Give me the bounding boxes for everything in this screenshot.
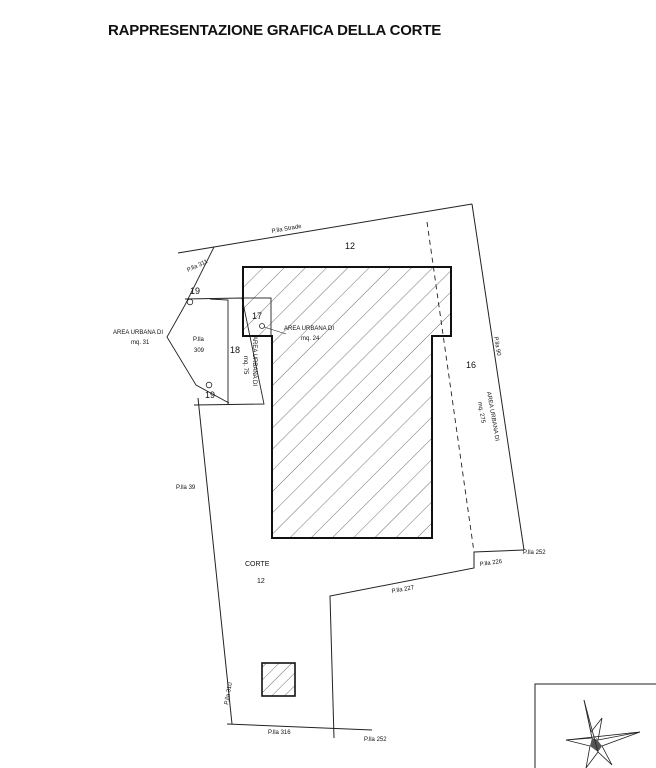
label-area-17-1: AREA URBANA DI [284,326,334,332]
label-area-left-1: AREA URBANA DI [113,330,163,336]
label-area-left-2: mq. 31 [131,340,150,346]
parcel-18-inner [209,298,229,404]
label-19-top: 19 [190,286,200,296]
label-area-18-2: mq. 75 [242,356,248,375]
survey-point-19-top [186,298,194,306]
survey-point-19-bottom [205,381,213,389]
label-corte: CORTE [245,561,270,568]
boundary-top-road [177,203,473,254]
boundary-bottom [226,723,373,731]
page-title: RAPPRESENTAZIONE GRAFICA DELLA CORTE [108,22,442,39]
label-area-17-2: mq. 24 [301,336,320,342]
label-area-18-1: AREA URBANA DI [251,336,257,386]
label-16: 16 [466,360,476,370]
building-footprint [242,266,452,539]
compass-star-icon [565,699,641,768]
parcel-19-outline [166,246,230,404]
label-p311: P.lla 311 [186,259,209,274]
label-p309-1: P.lla [193,337,205,343]
label-p310: P.lla 310 [224,681,234,705]
courtyard-small-structure [261,662,296,697]
boundary-left [197,397,233,725]
label-area-16-1: AREA URBANA DI [485,391,500,442]
label-p226: P.lla 226 [479,559,503,568]
label-12-top: 12 [345,241,355,251]
label-17: 17 [252,311,262,321]
label-strade: P.lla Strade [271,224,302,235]
label-area-16-2: mq. 275 [476,401,486,424]
boundary-right [471,203,525,551]
label-p252-right: P.lla 252 [523,550,546,556]
boundary-lower-right [329,549,525,739]
label-p252-bottom: P.lla 252 [364,737,387,743]
label-p39: P.lla 39 [176,485,196,491]
parcel-18-outline [184,297,265,406]
label-corte-12: 12 [257,578,265,585]
label-18: 18 [230,345,240,355]
label-p-right-top: P.lla 90 [492,336,501,357]
label-p227: P.lla 227 [391,585,415,595]
label-p309-2: 309 [194,348,205,354]
label-19-bottom: 19 [205,390,215,400]
north-arrow [534,683,656,768]
label-p316: P.lla 316 [268,730,291,736]
